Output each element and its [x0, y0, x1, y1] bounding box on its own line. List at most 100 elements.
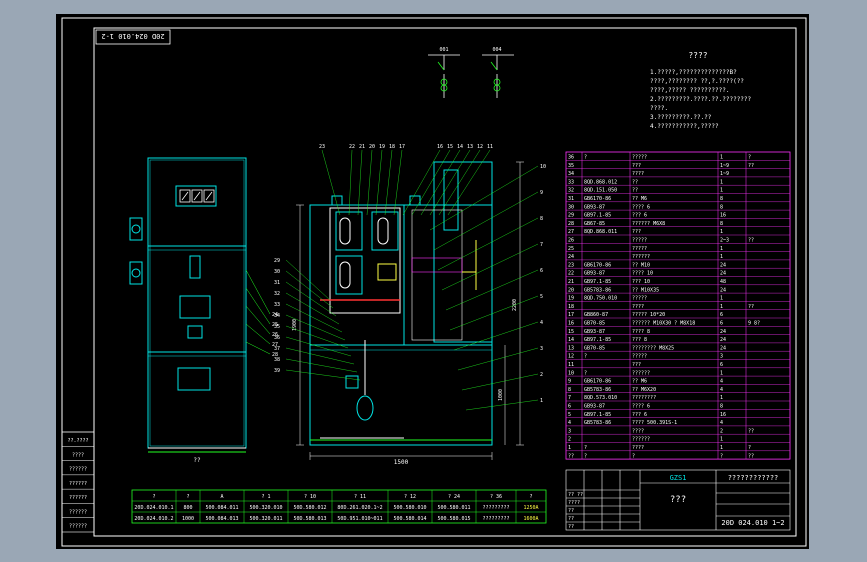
side-right-leader	[437, 217, 539, 271]
parts-cell-qty: 6	[720, 312, 723, 318]
parts-cell-name: ?? M6X20	[632, 387, 656, 393]
parts-cell-note: ??	[748, 428, 754, 434]
front-leader	[245, 269, 271, 315]
variant-header: ? 24	[448, 494, 460, 500]
side-top-leader	[375, 149, 383, 216]
parts-cell-name: ?????	[632, 155, 647, 161]
variant-cell: 500.084.011	[205, 505, 238, 511]
left-strip-label: ??????	[69, 509, 87, 515]
parts-cell-qty: 1	[720, 254, 723, 260]
parts-cell-no: 20	[568, 287, 574, 293]
variant-cell: 500.580.010	[393, 505, 426, 511]
parts-cell-name: ?? M6	[632, 196, 647, 202]
parts-cell-code: GB860-87	[584, 312, 608, 318]
parts-cell-code: 8QD.573.010	[584, 395, 617, 401]
side-top-leader	[393, 149, 403, 216]
variant-header: ? 12	[404, 494, 416, 500]
side-top-callout: 12	[477, 144, 483, 150]
parts-cell-qty: 8	[720, 404, 723, 410]
side-right-callout: 5	[540, 294, 543, 300]
variant-header: ?	[186, 494, 189, 500]
parts-cell-qty: 1	[720, 179, 723, 185]
note-line: ????,???????? ??,?.????(??	[650, 78, 744, 85]
parts-cell-no: 27	[568, 229, 574, 235]
parts-cell-code: GB93-87	[584, 204, 605, 210]
side-right-callout: 2	[540, 372, 543, 378]
side-left-leader	[285, 259, 331, 301]
parts-cell-name: ???? 6	[632, 204, 650, 210]
variant-cell: 50D.580.013	[293, 516, 326, 522]
parts-cell-qty: 24	[720, 337, 726, 343]
side-top-leader	[321, 149, 341, 216]
side-left-callout: 29	[274, 258, 280, 264]
parts-cell-name: ???? 10	[632, 271, 653, 277]
parts-cell-name: ????? 10*20	[632, 312, 665, 318]
parts-cell-name: ?????	[632, 354, 647, 360]
parts-cell-qty: 8	[720, 204, 723, 210]
parts-cell-qty: 1~9	[720, 171, 729, 177]
parts-cell-name: ????	[632, 171, 644, 177]
variant-cell: 1000	[182, 516, 194, 522]
front-callout: 28	[272, 352, 278, 358]
side-left-leader	[285, 358, 358, 373]
parts-cell-qty: 1	[720, 395, 723, 401]
side-top-callout: 21	[359, 144, 365, 150]
side-right-callout: 3	[540, 346, 543, 352]
parts-cell-name: ?????? M6X8	[632, 221, 665, 227]
parts-cell-code: GB93-87	[584, 404, 605, 410]
parts-cell-name: ?? M10X35	[632, 287, 659, 293]
side-left-callout: 35	[274, 324, 280, 330]
parts-cell-qty: 16	[720, 213, 726, 219]
side-left-leader	[285, 303, 343, 333]
parts-cell-name: ???????? M8X25	[632, 345, 674, 351]
parts-cell-qty: 1	[720, 296, 723, 302]
variant-cell: 800	[183, 505, 192, 511]
parts-cell-qty: 1	[720, 445, 723, 451]
parts-cell-code: 8QD.750.010	[584, 296, 617, 302]
title-small-row: ??	[568, 524, 574, 530]
parts-cell-name: ??????	[632, 370, 650, 376]
parts-cell-code: ?	[584, 445, 587, 451]
parts-cell-code: ?	[584, 453, 587, 459]
title-company: ????????????	[728, 474, 779, 482]
parts-cell-no: 7	[568, 395, 571, 401]
schematic-label-1: 001	[439, 47, 448, 53]
title-small-rows: ?? ????????????	[568, 492, 583, 530]
parts-cell-code: GB6170-86	[584, 379, 611, 385]
schematic-label-2: 004	[492, 47, 501, 53]
parts-cell-name: ????	[632, 304, 644, 310]
parts-cell-no: 24	[568, 254, 574, 260]
parts-cell-qty: 6	[720, 321, 723, 327]
inner-frame	[93, 27, 797, 537]
parts-cell-qty: 4	[720, 420, 723, 426]
side-top-leader	[357, 149, 363, 216]
side-top-callout: 17	[399, 144, 405, 150]
parts-cell-note: 9 8?	[748, 321, 760, 327]
side-left-callout: 32	[274, 291, 280, 297]
front-width-label: ??	[193, 457, 201, 464]
parts-cell-qty: 1	[720, 437, 723, 443]
parts-cell-name: ??????	[632, 254, 650, 260]
side-top-callout: 16	[437, 144, 443, 150]
parts-cell-name: ?	[632, 453, 635, 459]
side-top-callout: 15	[447, 144, 453, 150]
parts-cell-code: GB97.1-85	[584, 337, 611, 343]
parts-cell-no: 6	[568, 404, 571, 410]
parts-cell-no: 32	[568, 188, 574, 194]
parts-cell-code: GB5783-86	[584, 287, 611, 293]
parts-cell-code: GB70-85	[584, 345, 605, 351]
front-callout: 26	[272, 332, 278, 338]
parts-cell-qty: 1	[720, 370, 723, 376]
parts-cell-qty: 1	[720, 246, 723, 252]
parts-cell-name: ???	[632, 229, 641, 235]
variant-header: ?	[152, 494, 155, 500]
left-strip-label: ??.????	[67, 438, 88, 444]
parts-cell-no: 18	[568, 304, 574, 310]
side-top-callout: 14	[457, 144, 463, 150]
side-right-leader	[445, 269, 539, 311]
parts-cell-no: 2	[568, 437, 571, 443]
variant-header: ? 10	[304, 494, 316, 500]
parts-cell-code: ?	[584, 155, 587, 161]
parts-cell-no: 5	[568, 412, 571, 418]
